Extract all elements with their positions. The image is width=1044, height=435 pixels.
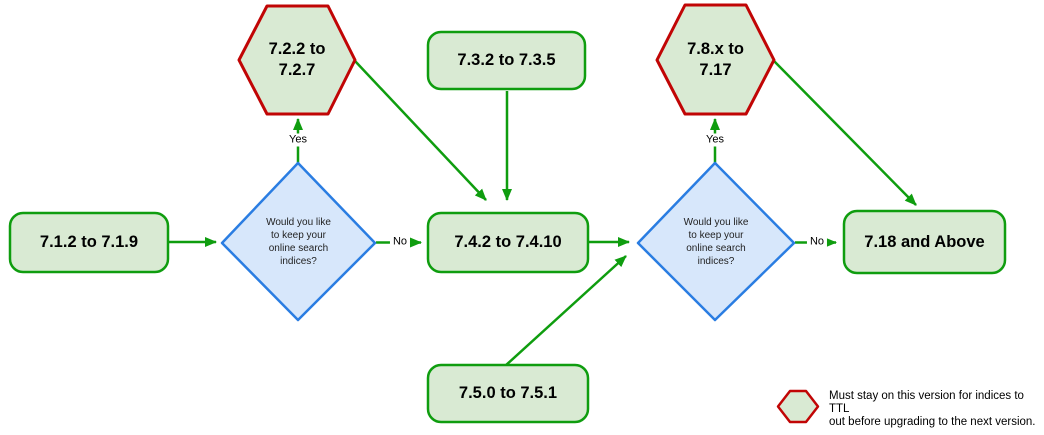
node-decision-diamond-1: [220, 161, 377, 322]
arrow-hex727-to-box7410: [354, 60, 487, 201]
arrow-hex717-to-box718: [773, 60, 917, 206]
node-hexagon-7-2-2-to-7-2-7: [237, 4, 357, 116]
legend-hexagon-icon: [776, 389, 820, 424]
node-box-7-18-and-above: [842, 209, 1007, 275]
node-box-7-4-2-to-7-4-10: [426, 211, 590, 274]
legend-caption: Must stay on this version for indices to…: [829, 390, 1036, 428]
node-decision-diamond-2: [636, 161, 796, 322]
node-box-7-3-2-to-7-3-5: [426, 30, 587, 91]
node-hexagon-7-8-x-to-7-17: [655, 3, 776, 116]
arrow-box751-to-decision2: [504, 255, 627, 367]
node-box-7-5-0-to-7-5-1: [426, 363, 590, 424]
node-box-7-1-2-to-7-1-9: [8, 211, 170, 274]
